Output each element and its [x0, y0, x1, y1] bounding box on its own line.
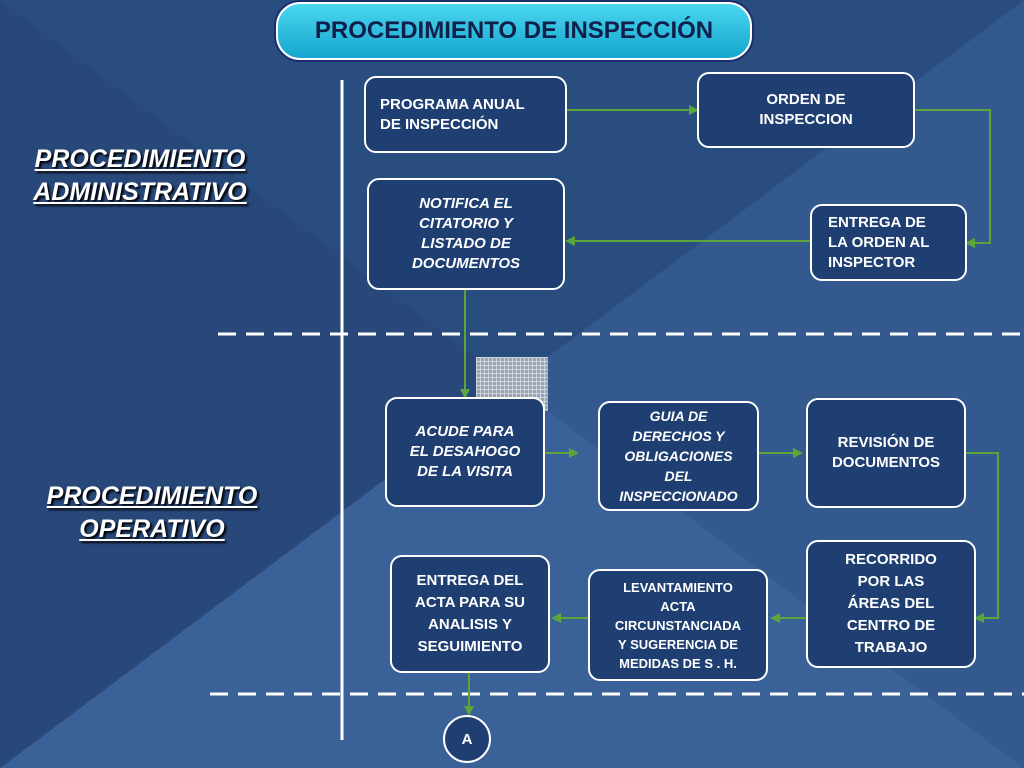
node-orden-inspeccion: ORDEN DE INSPECCION: [697, 72, 915, 148]
page-title: PROCEDIMIENTO DE INSPECCIÓN: [276, 2, 752, 60]
node-acude-desahogo: ACUDE PARA EL DESAHOGO DE LA VISITA: [385, 397, 545, 507]
node-recorrido-areas: RECORRIDO POR LAS ÁREAS DEL CENTRO DE TR…: [806, 540, 976, 668]
section-label-administrative: PROCEDIMIENTO ADMINISTRATIVO: [33, 145, 247, 206]
node-programa-anual: PROGRAMA ANUAL DE INSPECCIÓN: [364, 76, 567, 153]
node-levantamiento-acta: LEVANTAMIENTO ACTA CIRCUNSTANCIADA Y SUG…: [588, 569, 768, 681]
node-guia-derechos: GUIA DE DERECHOS Y OBLIGACIONES DEL INSP…: [598, 401, 759, 511]
connector-a: A: [443, 715, 491, 763]
node-notifica-citatorio: NOTIFICA EL CITATORIO Y LISTADO DE DOCUM…: [367, 178, 565, 290]
node-entrega-orden: ENTREGA DE LA ORDEN AL INSPECTOR: [810, 204, 967, 281]
node-revision-documentos: REVISIÓN DE DOCUMENTOS: [806, 398, 966, 508]
node-entrega-acta: ENTREGA DEL ACTA PARA SU ANALISIS Y SEGU…: [390, 555, 550, 673]
section-label-operative: PROCEDIMIENTO OPERATIVO: [46, 482, 258, 543]
